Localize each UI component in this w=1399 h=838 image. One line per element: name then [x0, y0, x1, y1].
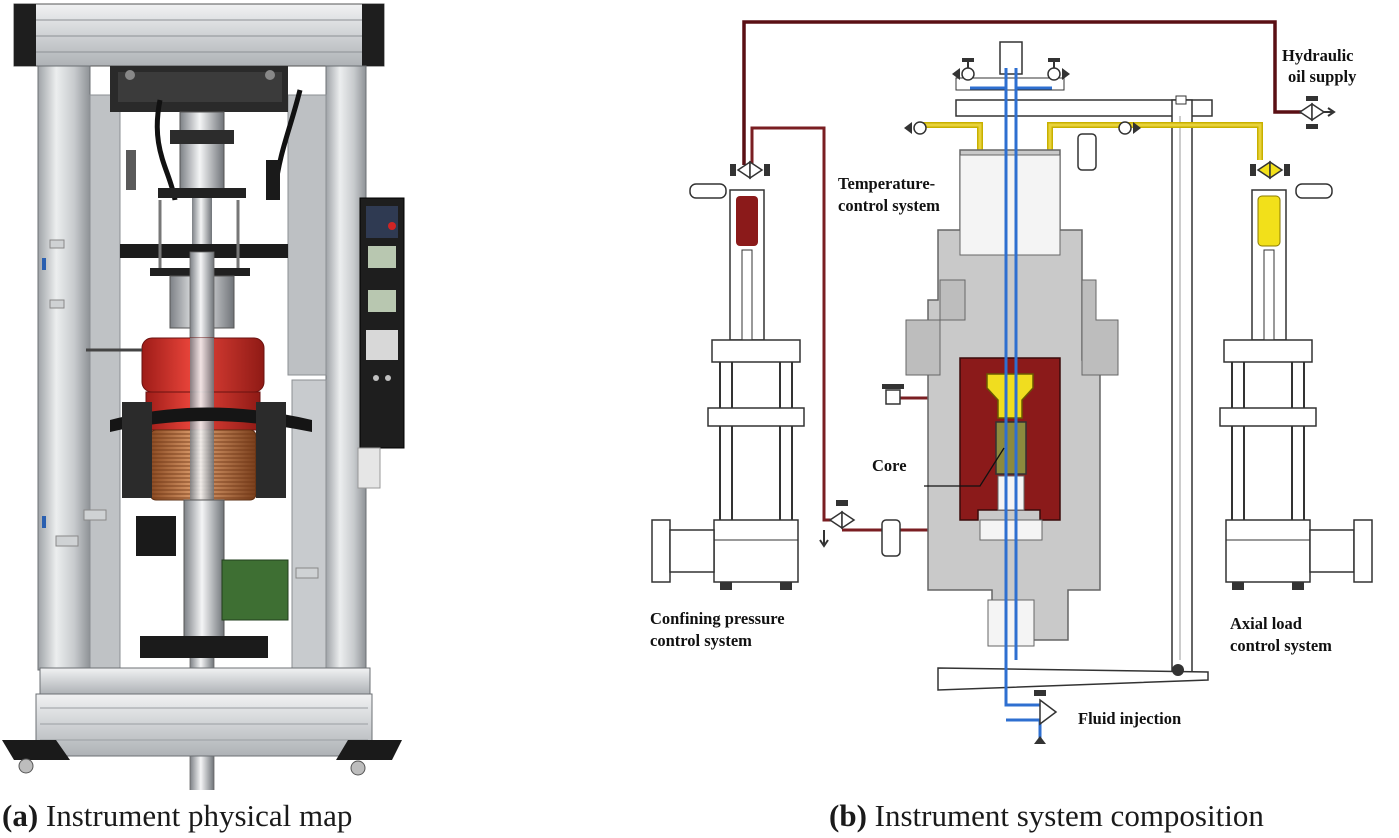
caption-b: (b) Instrument system composition	[829, 798, 1264, 834]
top-left-valve-icon	[952, 58, 975, 81]
label-temperature: Temperature-	[838, 174, 936, 193]
fluid-valve-icon	[1034, 690, 1058, 744]
confining-pressure-line	[750, 126, 834, 522]
confining-pressure-pump	[651, 183, 805, 590]
caption-b-letter: (b)	[829, 798, 867, 833]
axial-valve-icon	[1250, 160, 1290, 180]
fluid-injection-line	[1004, 68, 1040, 707]
caption-b-text: Instrument system composition	[866, 798, 1264, 833]
axial-load-pump	[1219, 183, 1373, 590]
caption-a-letter: (a)	[2, 798, 39, 833]
label-confining: Confining pressure	[650, 609, 785, 628]
label-axial-system: control system	[1230, 636, 1332, 655]
confining-valve-icon	[730, 160, 770, 180]
vessel-valve-icon	[882, 384, 904, 405]
label-oil-supply: oil supply	[1288, 67, 1357, 86]
hydraulic-oil-line	[742, 20, 1310, 165]
temp-valve-left-icon	[904, 121, 927, 135]
instrument-photo-panel	[0, 0, 420, 790]
core-sample	[995, 421, 1027, 475]
label-core: Core	[872, 456, 907, 475]
system-schematic	[651, 20, 1373, 744]
confining-outlet-valve-icon	[819, 500, 856, 548]
label-hydraulic: Hydraulic	[1282, 46, 1354, 65]
top-right-valve-icon	[1047, 58, 1070, 81]
instrument-photo	[2, 3, 405, 790]
caption-a: (a) Instrument physical map	[2, 798, 352, 834]
label-fluid-injection: Fluid injection	[1078, 709, 1182, 728]
caption-a-text: Instrument physical map	[38, 798, 353, 833]
label-confining-system: control system	[650, 631, 752, 650]
label-temperature-system: control system	[838, 196, 940, 215]
system-schematic-panel: Hydraulic oil supply Temperature- contro…	[620, 0, 1399, 790]
temp-valve-right-icon	[1118, 121, 1141, 135]
hydraulic-supply-valve-icon	[1298, 96, 1336, 129]
label-axial: Axial load	[1230, 614, 1302, 633]
